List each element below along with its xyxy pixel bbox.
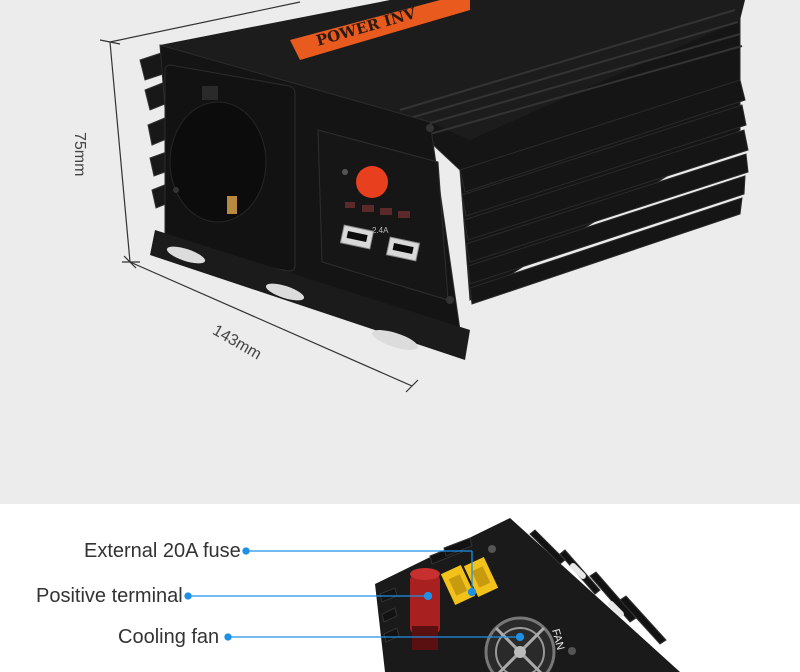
callout-positive-terminal: Positive terminal [36, 585, 183, 607]
usb-rating-text: 2.4A [372, 226, 389, 235]
power-button[interactable] [356, 166, 388, 198]
mount-hole-1 [166, 246, 206, 264]
rear-view-illustration: FAN [184, 518, 680, 672]
screw [426, 124, 434, 132]
cooling-fan [484, 616, 556, 672]
heatsink-fins [298, 0, 749, 305]
callout-cooling-fan: Cooling fan [118, 626, 220, 648]
positive-terminal[interactable] [410, 568, 440, 650]
ac-socket [169, 101, 267, 223]
mounting-flange [150, 230, 470, 360]
screw [446, 296, 454, 304]
callout-lines [184, 547, 525, 642]
height-dimension-line [109, 41, 131, 263]
mount-hole-2 [265, 283, 305, 301]
dimension-lines [99, 1, 419, 393]
top-surface [160, 0, 745, 140]
fan-marking-text: FAN [549, 628, 566, 652]
status-led [342, 169, 348, 175]
battery-level-indicator [345, 202, 410, 218]
product-photo-panel: POWER INV 2.4A 75mm 143mm [0, 0, 800, 504]
mount-hole-3 [372, 330, 418, 350]
socket-ground-clip [227, 196, 237, 214]
mount-slots [570, 563, 624, 617]
width-dimension-line [129, 261, 413, 387]
height-dimension-label: 75mm [71, 132, 88, 177]
inverter-illustration: POWER INV 2.4A [99, 0, 749, 393]
callout-external-fuse: External 20A fuse [84, 540, 241, 562]
screw [173, 187, 179, 193]
brand-label [290, 0, 470, 60]
rear-view-panel: FAN External 20A fuse Positive terminal … [0, 504, 800, 672]
